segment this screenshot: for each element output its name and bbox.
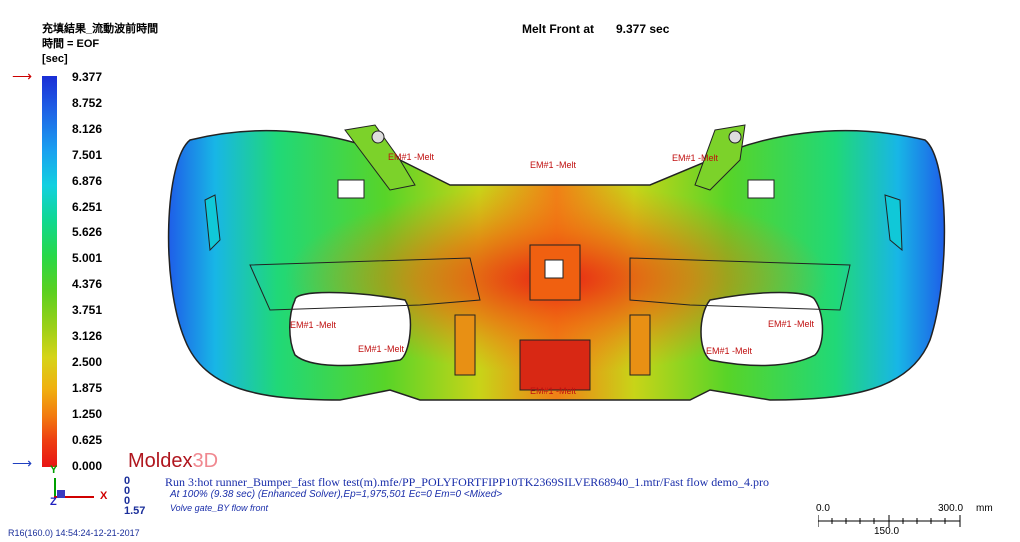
gate-label: EM#1 -Melt <box>530 160 577 170</box>
brand-name: Moldex <box>128 450 193 472</box>
view-number: 0 <box>124 495 131 507</box>
gate-label: EM#1 -Melt <box>672 153 719 163</box>
legend-value: 9.377 <box>72 70 103 84</box>
legend-value: 6.876 <box>72 173 103 188</box>
legend-value: 1.250 <box>72 406 103 421</box>
scale-end: 300.0 <box>938 503 964 514</box>
legend-value: 0.000 <box>72 458 103 473</box>
run-info-line1: Run 3:hot runner_Bumper_fast flow test(m… <box>165 475 769 489</box>
scale-mid: 150.0 <box>874 526 900 537</box>
time-label: 時間 = EOF <box>42 38 100 50</box>
right-opening <box>700 291 824 367</box>
unit-label: [sec] <box>42 53 68 65</box>
axis-z-marker <box>57 490 65 498</box>
legend-min-arrow-icon: ⟶ <box>12 455 33 471</box>
left-bracket <box>344 124 416 191</box>
view-number: 0 <box>124 475 131 487</box>
result-title: 充填結果_流動波前時間 <box>42 23 159 35</box>
brand-suffix: 3D <box>192 450 219 472</box>
melt-front-value: 9.377 sec <box>616 22 670 36</box>
legend-value: 2.500 <box>72 354 103 369</box>
axis-y-line <box>54 478 56 496</box>
run-info-line3: Volve gate_BY flow front <box>170 503 269 513</box>
legend-value: 4.376 <box>72 277 103 292</box>
view-number: 1.57 <box>124 505 146 517</box>
axis-y-label: Y <box>50 464 58 476</box>
legend-value: 1.875 <box>72 380 103 395</box>
legend-max-arrow-icon: ⟶ <box>12 68 33 84</box>
footer-timestamp: R16(160.0) 14:54:24-12-21-2017 <box>8 528 140 538</box>
gate-label: EM#1 -Melt <box>290 320 337 330</box>
lower-right-ridge <box>629 257 851 311</box>
axis-z-label: Z <box>50 496 57 508</box>
result-title-block: 充填結果_流動波前時間 時間 = EOF [sec] <box>42 22 158 67</box>
view-number: 0 <box>124 485 131 497</box>
moldex-logo: Moldex3D <box>128 450 218 473</box>
run-info-line2: At 100% (9.38 sec) (Enhanced Solver),Ep=… <box>170 489 503 500</box>
melt-front-label: Melt Front at <box>522 22 594 36</box>
gate-label: EM#1 -Melt <box>388 152 435 162</box>
gate-label: EM#1 -Melt <box>358 344 405 354</box>
gate-label: EM#1 -Melt <box>530 386 577 396</box>
view-numbers: 0 0 0 1.57 <box>124 475 146 517</box>
bumper-model-view[interactable] <box>150 100 960 430</box>
left-opening <box>289 291 412 367</box>
legend-value: 8.752 <box>72 95 103 110</box>
melt-front-header: Melt Front at 9.377 sec <box>522 22 669 36</box>
axis-x-line <box>54 496 94 498</box>
legend-value: 7.501 <box>72 147 103 162</box>
legend-value: 3.751 <box>72 303 103 318</box>
color-legend-bar <box>42 76 57 467</box>
legend-value: 3.126 <box>72 329 103 343</box>
legend-value: 5.626 <box>72 225 103 240</box>
legend-value: 5.001 <box>72 251 103 266</box>
gate-label: EM#1 -Melt <box>706 346 753 356</box>
legend-value: 6.251 <box>72 199 103 214</box>
lower-left-ridge <box>249 257 481 311</box>
gate-label: EM#1 -Melt <box>768 319 815 329</box>
scale-bar <box>818 515 961 527</box>
axis-x-label: X <box>100 490 108 502</box>
scale-start: 0.0 <box>816 503 830 514</box>
legend-value: 0.625 <box>72 432 103 447</box>
legend-value: 8.126 <box>72 121 103 136</box>
scale-unit: mm <box>976 503 993 514</box>
